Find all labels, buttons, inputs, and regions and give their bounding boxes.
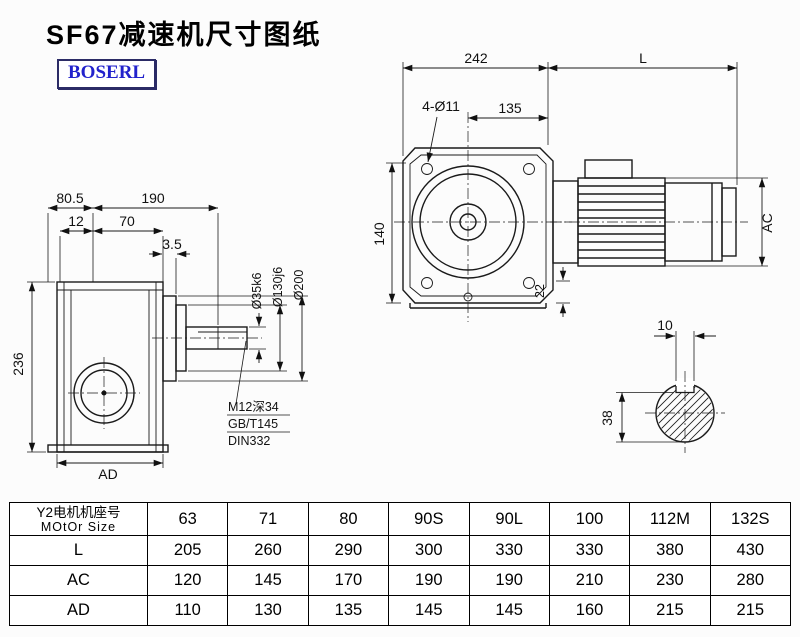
motor-size-row: Y2电机机座号 MOtOr Size 63 71 80 90S 90L 100 … xyxy=(9,502,792,536)
table-cell: 260 xyxy=(227,535,309,566)
dim-80-5-label: 80.5 xyxy=(56,190,83,206)
note-din-standard: DIN332 xyxy=(228,434,270,448)
table-cell: 170 xyxy=(307,565,390,596)
dim-10-label: 10 xyxy=(657,317,673,333)
shaft-section-view: 10 38 xyxy=(599,317,725,453)
table-cell: 145 xyxy=(468,595,550,626)
dim-236-label: 236 xyxy=(10,352,26,376)
side-dimension-lines xyxy=(28,204,306,467)
dim-bolt-holes-label: 4-Ø11 xyxy=(422,98,460,114)
dim-L-label: L xyxy=(639,50,647,66)
dim-3-5-label: 3.5 xyxy=(162,236,182,252)
motor-size-header: Y2电机机座号 MOtOr Size xyxy=(9,502,148,536)
spigot-diameter-label: Ø130j6 xyxy=(271,267,285,307)
front-view-outline xyxy=(402,147,737,309)
table-cell: 90S xyxy=(388,502,470,536)
page-title: SF67减速机尺寸图纸 xyxy=(46,20,322,50)
table-cell: 130 xyxy=(227,595,309,626)
section-center-lines xyxy=(645,371,725,453)
table-cell: 160 xyxy=(548,595,631,626)
dim-AD-label: AD xyxy=(98,466,117,482)
dim-140-label: 140 xyxy=(371,222,387,246)
side-extension-lines xyxy=(27,213,308,468)
table-row-AD: AD 110 130 135 145 145 160 215 215 xyxy=(9,595,792,626)
table-cell: 110 xyxy=(146,595,229,626)
flange-diameter-label: Ø200 xyxy=(292,270,306,301)
side-view: 80.5 190 12 70 3.5 236 AD Ø35k6 Ø130j6 Ø… xyxy=(10,190,308,482)
table-cell: 430 xyxy=(709,535,792,566)
note-thread: M12深34 xyxy=(228,400,279,414)
table-row-AC: AC 120 145 170 190 190 210 230 280 xyxy=(9,565,792,596)
motor-fins xyxy=(578,183,713,261)
side-shaft-center-dot xyxy=(101,390,107,396)
table-cell: 300 xyxy=(388,535,470,566)
side-center-lines xyxy=(68,337,262,429)
table-cell: 71 xyxy=(227,502,309,536)
table-cell: 330 xyxy=(548,535,631,566)
table-cell: 63 xyxy=(146,502,229,536)
table-cell: 90L xyxy=(468,502,550,536)
dim-22-label: 22 xyxy=(533,284,547,298)
table-cell: 215 xyxy=(709,595,792,626)
row-label: AD xyxy=(9,595,148,626)
table-cell: 135 xyxy=(307,595,390,626)
section-dimension-lines xyxy=(618,332,716,442)
side-view-outline xyxy=(47,281,248,453)
table-cell: 280 xyxy=(709,565,792,596)
table-cell: 380 xyxy=(629,535,711,566)
dim-242-label: 242 xyxy=(464,50,488,66)
table-cell: 120 xyxy=(146,565,229,596)
table-cell: 190 xyxy=(388,565,470,596)
motor-size-label-en: MOtOr Size xyxy=(40,519,117,534)
dim-135-label: 135 xyxy=(498,100,522,116)
table-cell: 80 xyxy=(307,502,390,536)
table-cell: 215 xyxy=(629,595,711,626)
front-view: 242 L 4-Ø11 135 140 22 AC xyxy=(371,50,775,322)
front-dimension-lines xyxy=(388,64,766,317)
table-cell: 112M xyxy=(629,502,711,536)
table-cell: 132S xyxy=(709,502,792,536)
table-cell: 330 xyxy=(468,535,550,566)
dim-190-label: 190 xyxy=(141,190,165,206)
shaft-diameter-label: Ø35k6 xyxy=(250,273,264,310)
technical-drawing: 242 L 4-Ø11 135 140 22 AC xyxy=(10,50,775,482)
motor-size-label-cn: Y2电机机座号 xyxy=(36,504,121,520)
row-label: L xyxy=(9,535,148,566)
table-cell: 145 xyxy=(227,565,309,596)
dim-70-label: 70 xyxy=(119,213,135,229)
table-cell: 290 xyxy=(307,535,390,566)
dim-38-label: 38 xyxy=(599,410,615,426)
table-cell: 210 xyxy=(548,565,631,596)
front-center-lines xyxy=(394,112,748,322)
dim-12-label: 12 xyxy=(68,213,84,229)
table-cell: 190 xyxy=(468,565,550,596)
logo-text: BOSERL xyxy=(68,62,146,83)
boserl-logo: BOSERL xyxy=(57,59,157,89)
dim-AC-label: AC xyxy=(759,213,775,232)
table-cell: 100 xyxy=(548,502,631,536)
front-extension-lines xyxy=(386,62,768,304)
table-cell: 145 xyxy=(388,595,470,626)
dimension-table: Y2电机机座号 MOtOr Size 63 71 80 90S 90L 100 … xyxy=(9,502,792,626)
section-extension-lines xyxy=(616,331,695,443)
table-cell: 205 xyxy=(146,535,229,566)
table-cell: 230 xyxy=(629,565,711,596)
row-label: AC xyxy=(9,565,148,596)
note-gb-standard: GB/T145 xyxy=(228,417,278,431)
table-row-L: L 205 260 290 300 330 330 380 430 xyxy=(9,535,792,566)
